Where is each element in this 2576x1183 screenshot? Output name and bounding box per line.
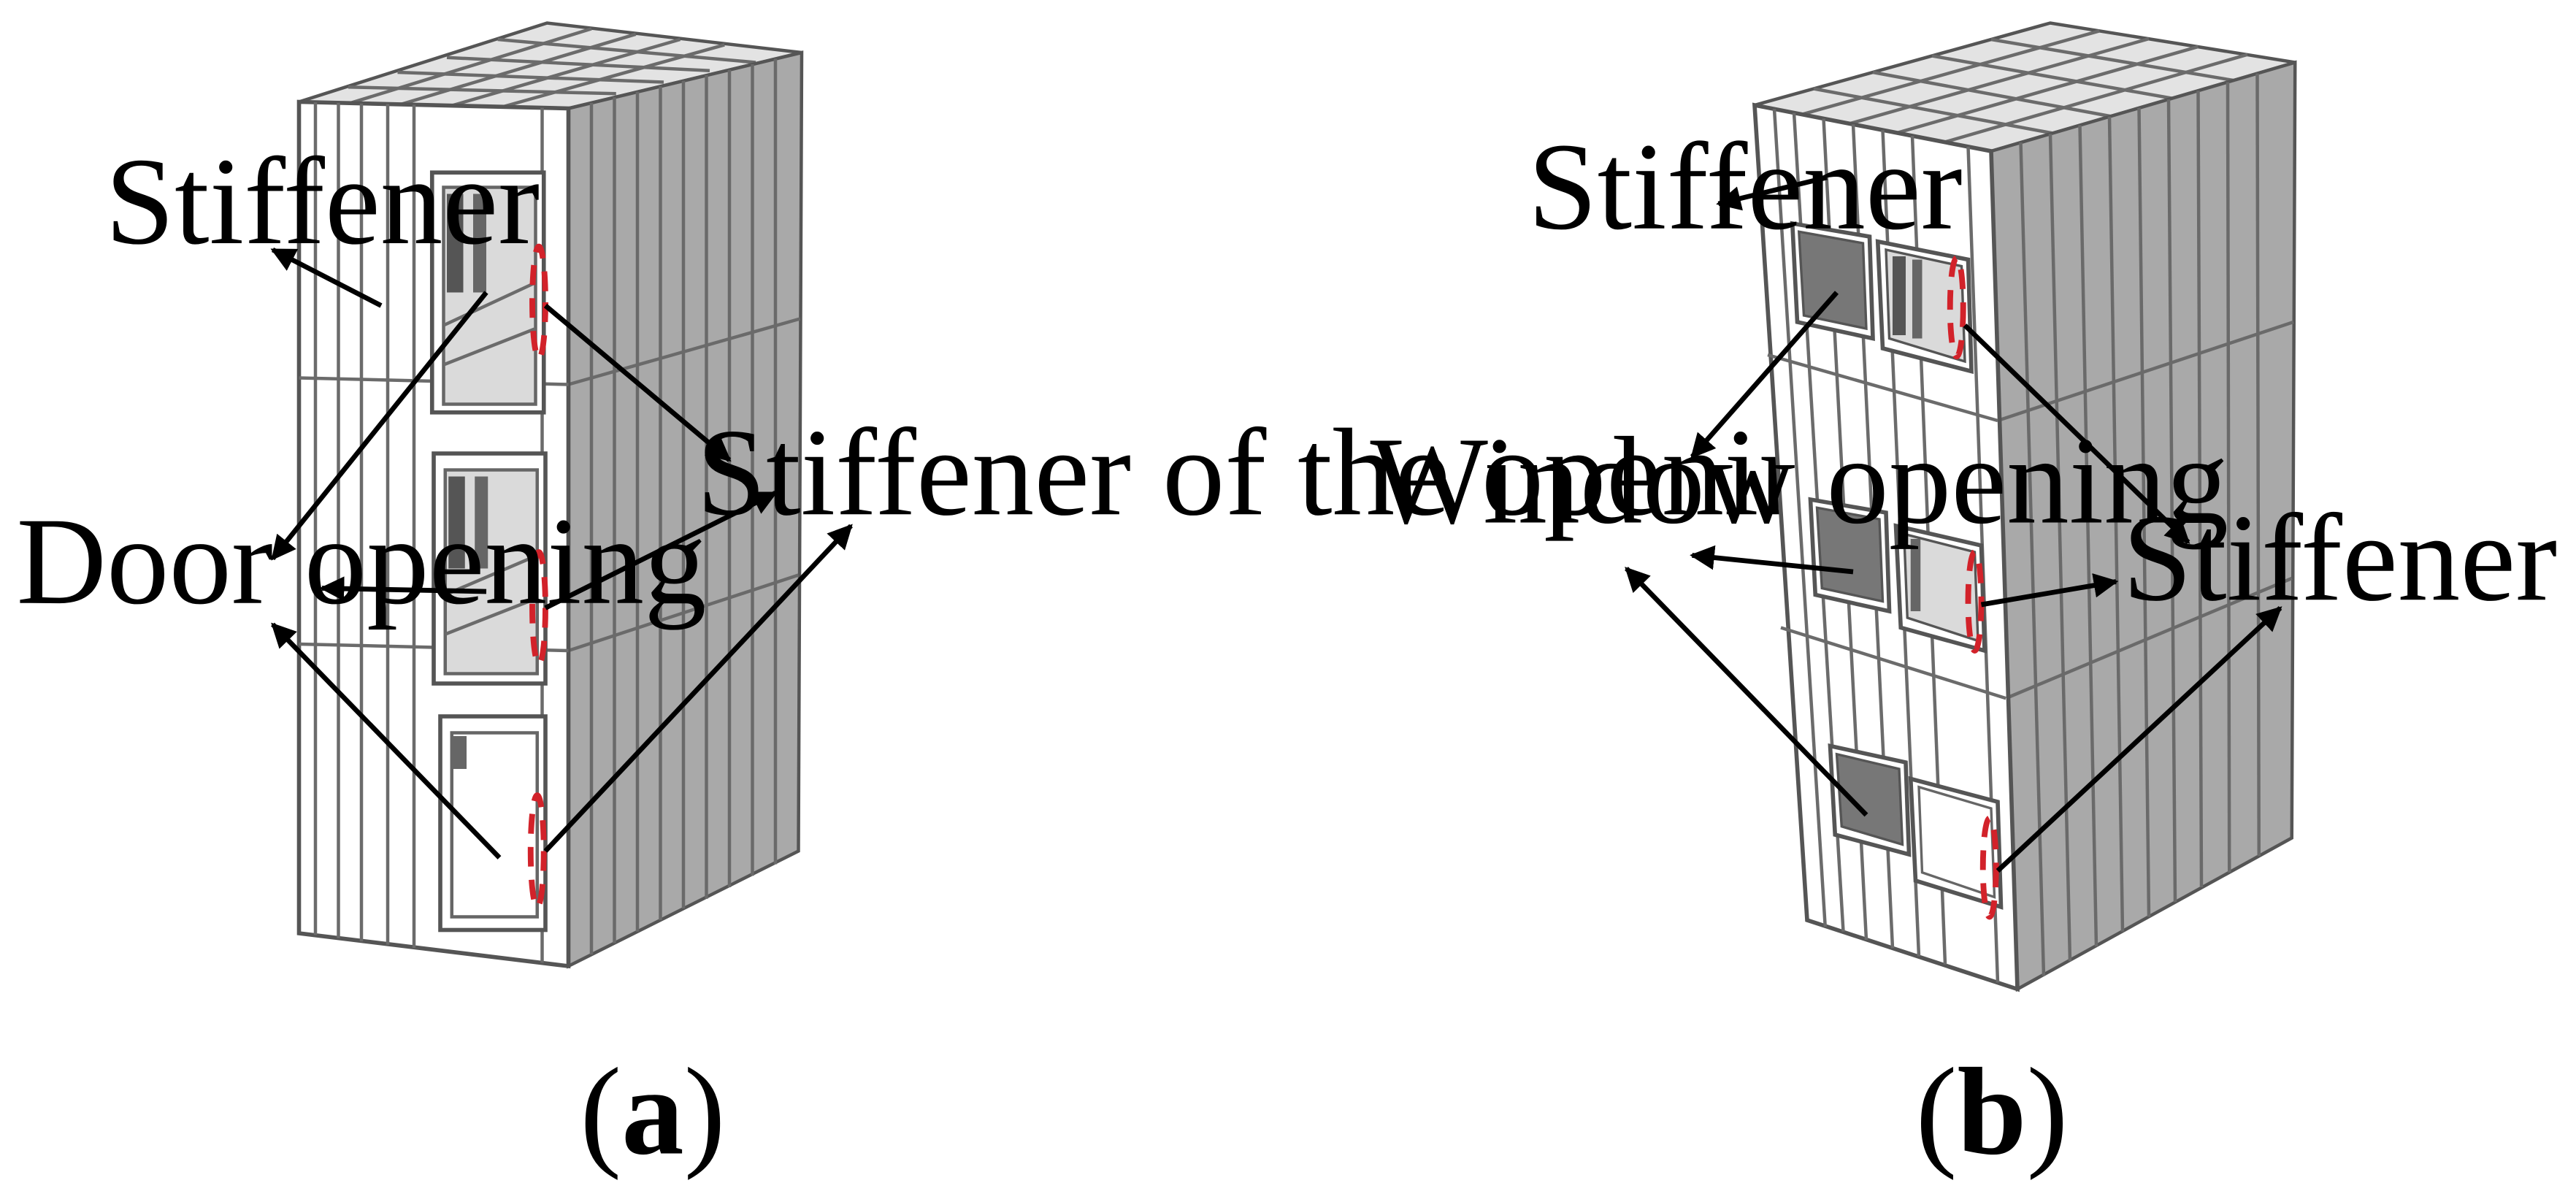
arrow-stiff-open-bot-a <box>543 524 853 853</box>
window-opening-bottom-left-b <box>1828 743 1912 857</box>
arrow-stiff-open-bot-b <box>1996 606 2282 873</box>
door-opening-middle-a <box>432 451 548 686</box>
roof-grid-a <box>348 27 756 109</box>
panel-a: Stiffener Door opening Stiffener of the … <box>17 21 1884 1181</box>
label-stiffener-of-opening-a: Stiffener of the opening <box>697 403 1884 542</box>
label-stiffener-a: Stiffener <box>105 132 540 270</box>
caption-b: (b) <box>1916 1043 2069 1181</box>
door-opening-top-a <box>429 170 548 415</box>
caption-b-letter: b <box>1957 1043 2026 1181</box>
caption-a: (a) <box>580 1043 725 1181</box>
window-opening-bottom-right-b <box>1908 776 2004 920</box>
label-stiffener-of-opening-b: Stiffener of opening <box>2123 489 2576 627</box>
annotation-arrows-b <box>1625 175 2282 873</box>
panel-b: Stiffener Window opening Stiffener of op… <box>1371 21 2576 1181</box>
side-panel-seams-a <box>567 58 801 955</box>
label-door-opening-a: Door opening <box>17 492 707 631</box>
arrow-stiff-open-top-b <box>1963 323 2190 544</box>
arrow-stiff-open-mid-b <box>1980 573 2119 608</box>
window-opening-middle-left-b <box>1808 497 1892 614</box>
arrow-door-middle-a <box>319 576 487 601</box>
building-model-b <box>1752 21 2297 992</box>
arrow-window-middle-b <box>1690 545 1854 575</box>
annotation-arrows-a <box>270 247 853 860</box>
window-opening-top-left-b <box>1790 221 1875 342</box>
arrow-door-top-a <box>270 291 488 561</box>
arrow-stiff-open-mid-a <box>544 490 778 610</box>
arrow-door-bottom-a <box>271 622 502 860</box>
building-model-a <box>296 21 804 969</box>
caption-a-letter: a <box>621 1043 684 1181</box>
window-opening-middle-right-b <box>1893 523 1987 654</box>
roof-grid-b <box>1801 29 2248 144</box>
label-stiffener-b: Stiffener <box>1528 118 1963 256</box>
arrow-window-bottom-b <box>1625 567 1868 817</box>
window-opening-top-right-b <box>1875 239 1974 375</box>
door-opening-bottom-a <box>438 714 548 933</box>
arrow-window-top-b <box>1690 291 1839 459</box>
arrow-stiff-open-top-a <box>543 303 732 462</box>
label-window-opening-b: Window opening <box>1371 412 2229 551</box>
arrow-stiffener-a <box>270 247 383 308</box>
arrow-stiffener-b <box>1716 175 1828 211</box>
